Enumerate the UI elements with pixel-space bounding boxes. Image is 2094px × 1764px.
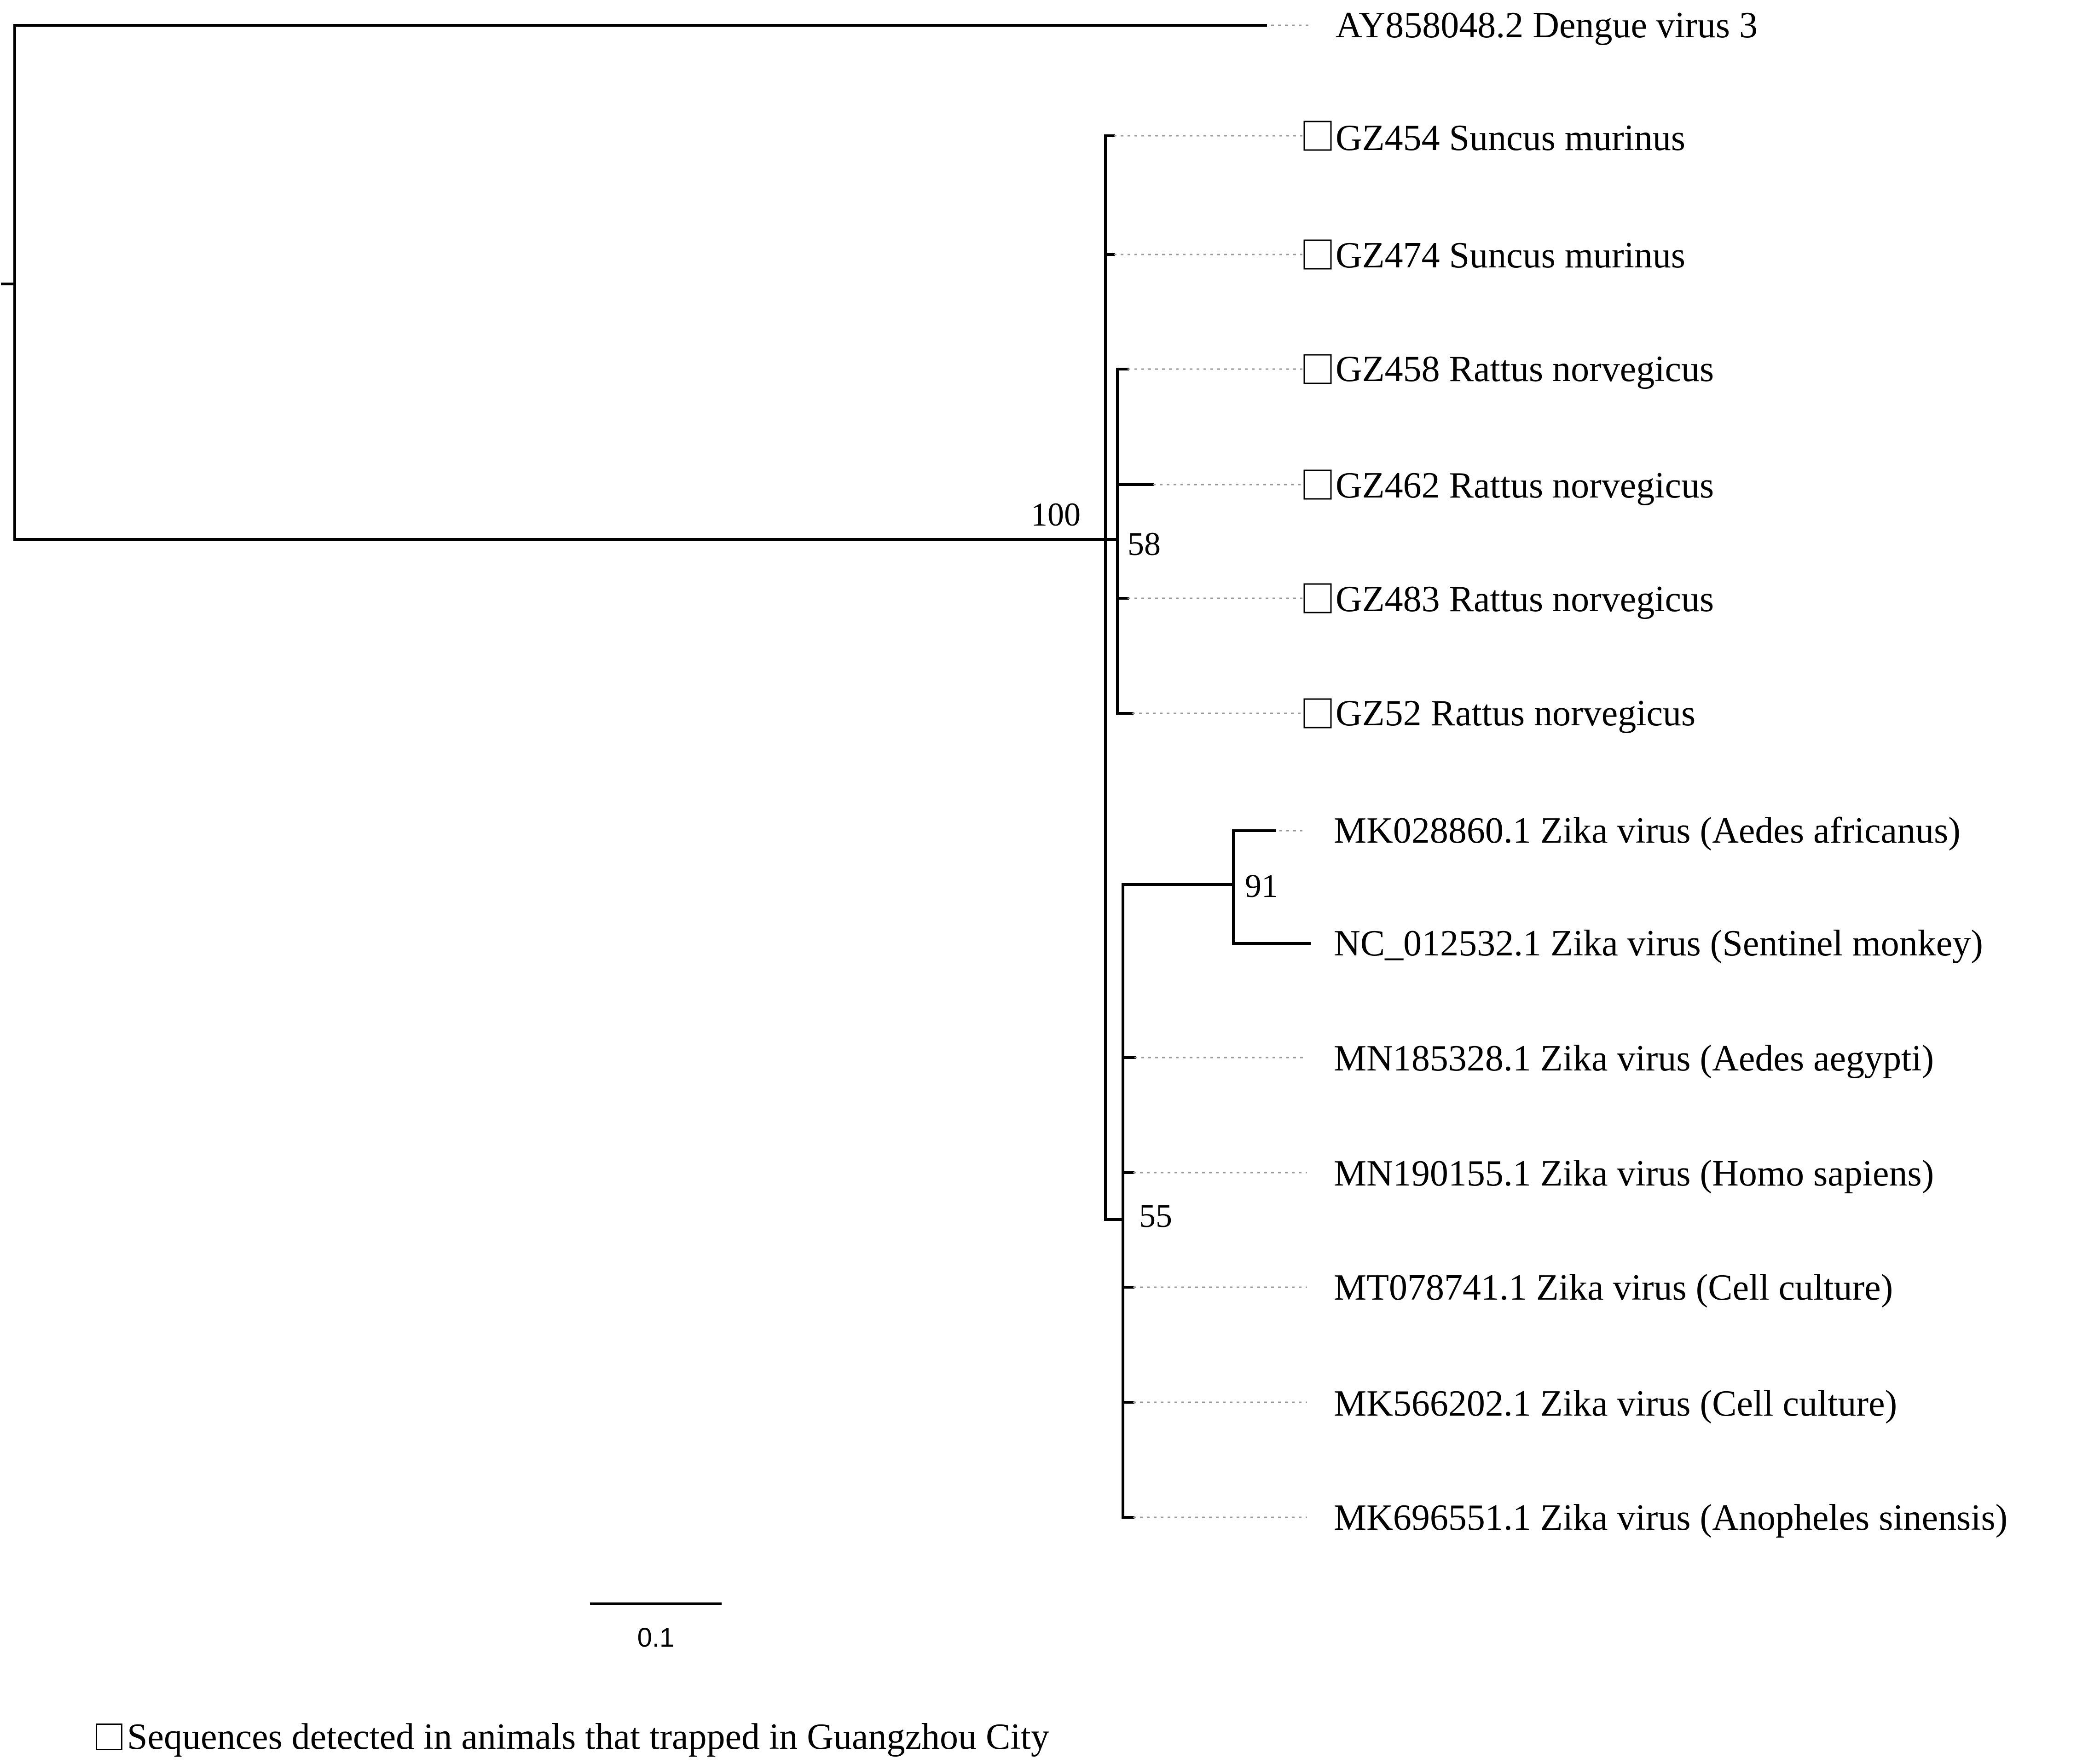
leaf-label-nc012532: NC_012532.1 Zika virus (Sentinel monkey): [1334, 923, 1983, 964]
legend: Sequences detected in animals that trapp…: [96, 1715, 1049, 1759]
leaf-label-mk696551: MK696551.1 Zika virus (Anopheles sinensi…: [1334, 1498, 2007, 1538]
support-value-mk028860-nc012532: 91: [1245, 868, 1278, 904]
marker-box-gz454: [1303, 121, 1332, 151]
support-value-rattus-clade: 58: [1128, 526, 1161, 562]
leaf-label-dengue: AY858048.2 Dengue virus 3: [1336, 5, 1758, 46]
leaf-label-mn190155: MN190155.1 Zika virus (Homo sapiens): [1334, 1153, 1934, 1194]
scale-bar-label: 0.1: [637, 1623, 675, 1653]
marker-box-gz462: [1303, 469, 1332, 500]
leaf-label-mt078741: MT078741.1 Zika virus (Cell culture): [1334, 1267, 1893, 1308]
marker-box-gz52: [1303, 698, 1332, 729]
support-value-zika-virus-clade: 55: [1139, 1197, 1172, 1234]
marker-box-gz458: [1303, 354, 1332, 384]
leaf-label-gz52: GZ52 Rattus norvegicus: [1336, 693, 1695, 734]
leaf-label-mk566202: MK566202.1 Zika virus (Cell culture): [1334, 1383, 1897, 1424]
marker-box-gz483: [1303, 583, 1332, 613]
legend-text: Sequences detected in animals that trapp…: [127, 1717, 1049, 1757]
leaf-label-gz483: GZ483 Rattus norvegicus: [1336, 579, 1714, 619]
marker-box-gz474: [1303, 239, 1332, 270]
leaf-label-gz454: GZ454 Suncus murinus: [1336, 118, 1685, 158]
legend-marker-box: [96, 1724, 122, 1750]
leaf-label-gz458: GZ458 Rattus norvegicus: [1336, 349, 1714, 389]
leaf-label-gz474: GZ474 Suncus murinus: [1336, 235, 1685, 276]
leaf-label-mk028860: MK028860.1 Zika virus (Aedes africanus): [1334, 810, 1961, 851]
support-value-zika-root: 100: [1031, 496, 1081, 533]
leaf-label-mn185328: MN185328.1 Zika virus (Aedes aegypti): [1334, 1038, 1934, 1079]
leaf-label-gz462: GZ462 Rattus norvegicus: [1336, 465, 1714, 506]
